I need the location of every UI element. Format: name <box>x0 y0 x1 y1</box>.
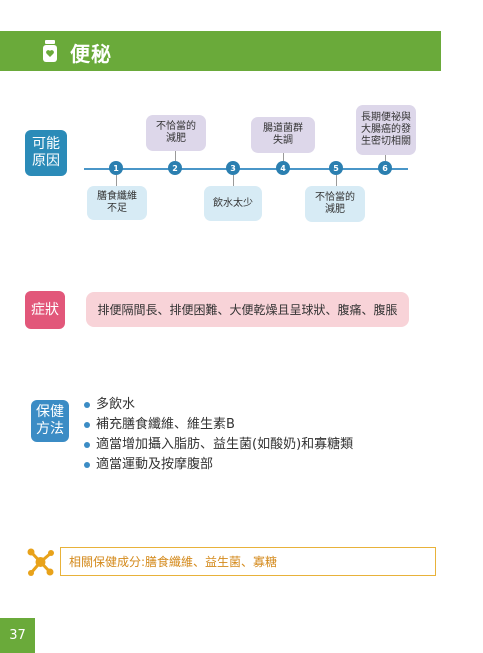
stem-1 <box>116 175 117 187</box>
jar-heart-icon <box>43 40 57 62</box>
cause-bubble-5: 不恰當的 減肥 <box>305 186 365 222</box>
stem-5 <box>336 175 337 187</box>
cause-6-line3: 生密切相關 <box>361 136 411 147</box>
cause-6-line1: 長期便祕與 <box>361 112 411 123</box>
stem-2 <box>175 151 176 161</box>
cause-4-line1: 腸道菌群 <box>263 123 303 134</box>
step-marker-6: 6 <box>378 161 392 175</box>
step-marker-3: 3 <box>226 161 240 175</box>
cause-1-line1: 膳食纖維 <box>97 191 137 202</box>
causes-tag-line1: 可能 <box>32 136 60 152</box>
causes-tag-line2: 原因 <box>32 153 60 169</box>
related-ingredients-box: 相關保健成分:膳食纖維、益生菌、寡糖 <box>60 547 436 576</box>
cause-bubble-2: 不恰當的 減肥 <box>146 115 206 151</box>
bullet-icon <box>84 422 90 428</box>
cause-1-line2: 不足 <box>107 203 127 214</box>
stem-3 <box>233 175 234 187</box>
care-item-text: 適當運動及按摩腹部 <box>96 457 214 472</box>
cause-4-line2: 失調 <box>273 135 293 146</box>
care-item: 多飲水 <box>84 395 353 415</box>
care-item-text: 適當增加攝入脂肪、益生菌(如酸奶)和寡糖類 <box>96 437 354 452</box>
bullet-icon <box>84 442 90 448</box>
care-item: 適當增加攝入脂肪、益生菌(如酸奶)和寡糖類 <box>84 435 353 455</box>
molecule-icon <box>27 548 54 576</box>
causes-timeline: 1 2 3 4 5 6 <box>84 161 408 175</box>
symptoms-box: 排便隔間長、排便困難、大便乾燥且呈球狀、腹痛、腹脹 <box>86 292 409 327</box>
step-marker-4: 4 <box>276 161 290 175</box>
stem-6 <box>385 155 386 161</box>
cause-6-line2: 大腸癌的發 <box>361 124 411 135</box>
stem-4 <box>283 153 284 161</box>
page-title: 便秘 <box>70 42 112 66</box>
care-tag-line2: 方法 <box>36 421 64 437</box>
bullet-icon <box>84 402 90 408</box>
timeline-line <box>84 168 408 170</box>
care-item: 適當運動及按摩腹部 <box>84 455 353 475</box>
page-number-box: 37 <box>0 618 35 653</box>
step-marker-5: 5 <box>329 161 343 175</box>
title-banner: 便秘 <box>0 31 441 71</box>
care-tag-line1: 保健 <box>36 404 64 420</box>
step-marker-1: 1 <box>109 161 123 175</box>
symptoms-tag: 症狀 <box>25 291 65 329</box>
cause-bubble-4: 腸道菌群 失調 <box>251 117 315 153</box>
cause-bubble-6: 長期便祕與 大腸癌的發 生密切相關 <box>356 105 416 155</box>
causes-tag: 可能 原因 <box>25 130 67 176</box>
care-tag: 保健 方法 <box>31 400 69 442</box>
cause-2-line2: 減肥 <box>166 133 186 144</box>
care-item-text: 多飲水 <box>96 397 136 412</box>
cause-3-line1: 飲水太少 <box>213 197 253 209</box>
care-item: 補充膳食纖維、維生素B <box>84 415 353 435</box>
cause-2-line1: 不恰當的 <box>156 121 196 132</box>
step-marker-2: 2 <box>168 161 182 175</box>
cause-5-line2: 減肥 <box>325 204 345 215</box>
cause-bubble-3: 飲水太少 <box>204 186 262 221</box>
care-item-text: 補充膳食纖維、維生素B <box>96 417 235 432</box>
care-list: 多飲水 補充膳食纖維、維生素B 適當增加攝入脂肪、益生菌(如酸奶)和寡糖類 適當… <box>84 395 353 475</box>
page-number: 37 <box>9 628 26 643</box>
symptoms-tag-label: 症狀 <box>31 301 59 318</box>
bullet-icon <box>84 462 90 468</box>
related-ingredients-text: 相關保健成分:膳食纖維、益生菌、寡糖 <box>69 555 278 569</box>
symptoms-text: 排便隔間長、排便困難、大便乾燥且呈球狀、腹痛、腹脹 <box>97 303 398 317</box>
cause-bubble-1: 膳食纖維 不足 <box>87 186 147 220</box>
cause-5-line1: 不恰當的 <box>315 192 355 203</box>
